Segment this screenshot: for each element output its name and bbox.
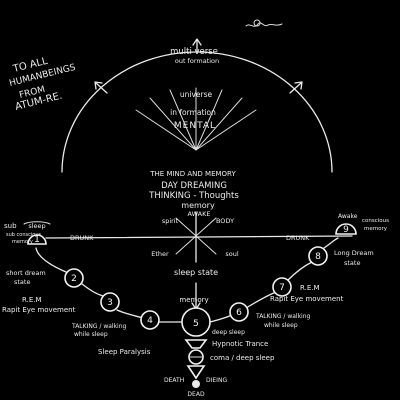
thinking-label: THINKING - Thoughts [148, 191, 239, 201]
multiverse-label: multi verse [170, 47, 218, 57]
node-5 [181, 307, 211, 337]
memory-bottom-label: memory [179, 296, 208, 304]
inner-ray-fan [135, 87, 257, 151]
long-dream-label: Long Dream [334, 249, 374, 257]
sleep-underline [23, 221, 51, 225]
dieing-label: DIEING [206, 377, 227, 384]
node-3 [100, 292, 120, 312]
node-7-number: 7 [279, 283, 285, 293]
sub-label: sub [4, 222, 17, 230]
mental-label: MENTAL [174, 121, 216, 131]
node-8-number: 8 [315, 252, 321, 262]
memory-label: memory [181, 201, 215, 210]
right-rem-label: R.E.M [300, 284, 320, 292]
awake-right-label: Awake [338, 213, 358, 220]
conscious-memory-label: memory [364, 226, 388, 232]
dieing-shape [186, 365, 206, 380]
node-2-number: 2 [71, 274, 77, 284]
signature-scribble [245, 22, 283, 27]
node-7 [272, 277, 292, 297]
conscious-label: conscious [362, 218, 389, 224]
node-3-number: 3 [107, 298, 113, 308]
node-9-number: 9 [343, 225, 349, 235]
node-1 [27, 234, 47, 245]
hypnotic-trance-shape [184, 339, 208, 349]
mind-memory-label: THE MIND AND MEMORY [149, 170, 236, 178]
dead-label: DEAD [187, 391, 205, 398]
node-9 [335, 223, 357, 235]
deep-sleep-label: deep sleep [212, 329, 245, 336]
right-while-sleep-label: while sleep [264, 322, 298, 329]
node-6 [229, 302, 249, 322]
dead-dot [192, 380, 200, 388]
sleep-state-label: sleep state [174, 268, 218, 277]
spirit-label: spirit [162, 217, 179, 225]
coma-label: coma / deep sleep [210, 354, 275, 362]
node-6-number: 6 [236, 308, 242, 318]
death-label: DEATH [164, 377, 184, 384]
information-label: in formation [170, 108, 216, 117]
node-8 [308, 246, 328, 266]
universe-label: universe [180, 90, 213, 99]
short-dream-state-label: state [14, 278, 30, 286]
left-rem-label: R.E.M [22, 296, 42, 304]
horizon-line [45, 235, 353, 239]
day-dreaming-label: DAY DREAMING [161, 181, 227, 191]
left-while-sleep-label: while sleep [74, 331, 108, 338]
long-dream-state-label: state [344, 259, 360, 267]
node-1-number: 1 [34, 235, 40, 245]
node-4 [140, 310, 160, 330]
hypnotic-trance-label: Hypnotic Trance [212, 340, 268, 348]
body-label: BODY [216, 217, 234, 225]
node-5-number: 5 [193, 319, 199, 329]
node-2 [64, 268, 84, 288]
drunk-left-label: DRUNK [70, 234, 94, 242]
left-talking-label: TALKING / walking [71, 323, 127, 330]
right-rapid-eye-label: Rapit Eye movement [270, 295, 344, 303]
out-formation-label: out formation [175, 57, 219, 65]
soul-label: soul [225, 250, 238, 258]
sleep-label: sleep [28, 222, 45, 230]
outward-arrows [94, 38, 303, 94]
awake-label: AWAKE [188, 210, 211, 218]
sub-conscious-memory-label: memory [12, 239, 33, 245]
right-talking-label: TALKING / walking [255, 313, 311, 320]
sub-conscious-label: sub conscious [6, 232, 41, 238]
short-dream-label: short dream [6, 269, 46, 277]
drunk-right-label: DRUNK [286, 234, 310, 242]
ether-label: Ether [151, 250, 169, 258]
node-4-number: 4 [147, 316, 153, 326]
signature-loop [253, 19, 261, 27]
left-rapid-eye-label: Rapit Eye movement [2, 306, 76, 314]
sleep-paralysis-label: Sleep Paralysis [98, 348, 151, 356]
